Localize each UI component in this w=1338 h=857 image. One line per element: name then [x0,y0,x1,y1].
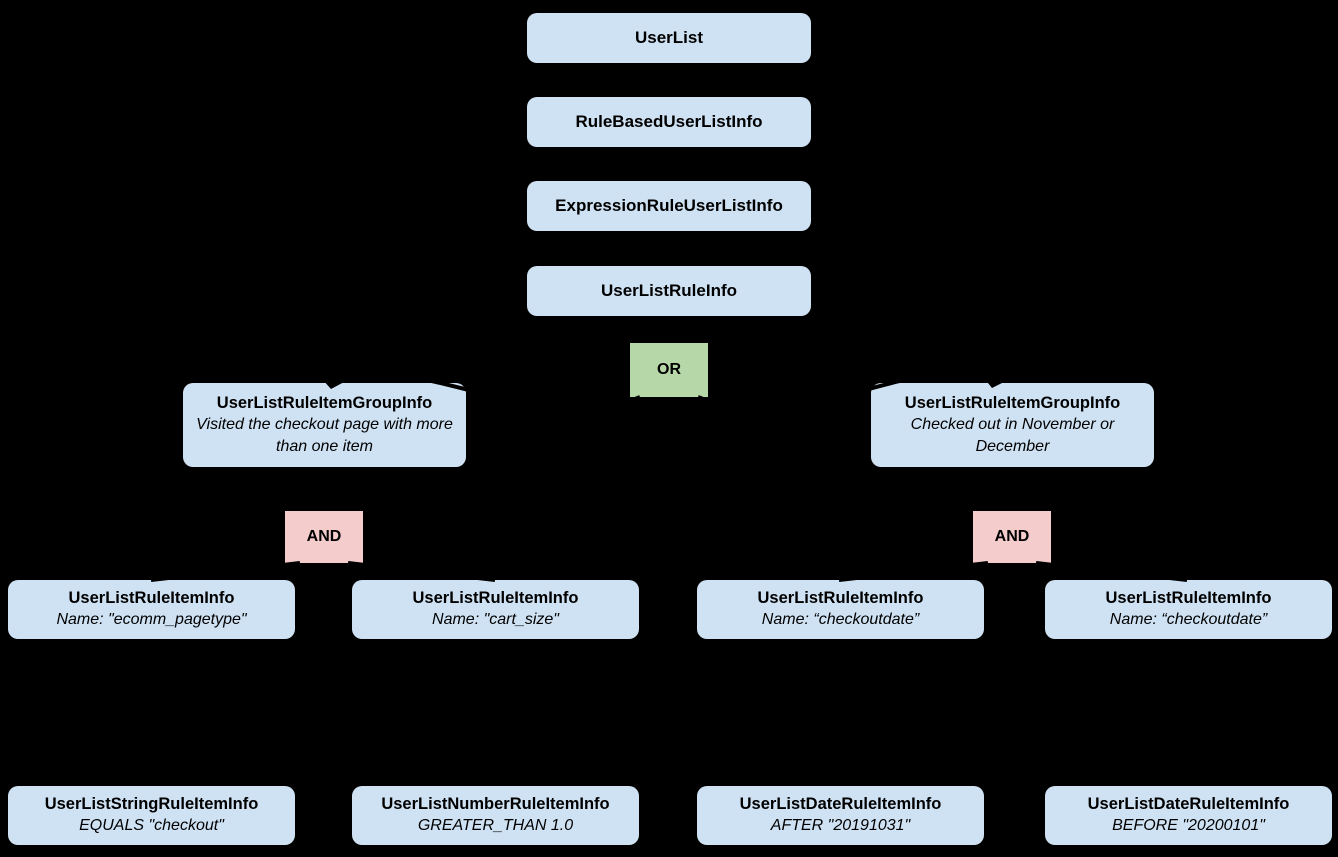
node-userlistruleinfo: UserListRuleInfo [527,266,811,316]
node-rule-item-cart-size: UserListRuleItemInfo Name: "cart_size" [352,580,639,639]
and-label: AND [994,528,1030,545]
operand-detail: AFTER "20191031" [770,817,911,834]
node-rule-item-ecomm-pagetype: UserListRuleItemInfo Name: "ecomm_pagety… [8,580,295,639]
node-label: ExpressionRuleUserListInfo [555,196,783,215]
node-date-rule-item-after: UserListDateRuleItemInfo AFTER "20191031… [697,786,984,845]
operand-title: UserListDateRuleItemInfo [739,795,942,813]
rule-item-title: UserListRuleItemInfo [412,589,579,607]
and-operator-box-right: AND [973,511,1051,563]
connector-and-item-3 [838,561,989,582]
operand-detail: GREATER_THAN 1.0 [417,817,574,834]
rule-item-title: UserListRuleItemInfo [1105,589,1272,607]
node-rule-item-checkoutdate-1: UserListRuleItemInfo Name: “checkoutdate… [697,580,984,639]
operand-title: UserListNumberRuleItemInfo [381,795,610,813]
node-userlist: UserList [527,13,811,63]
node-string-rule-item: UserListStringRuleItemInfo EQUALS "check… [8,786,295,845]
rule-item-detail: Name: "ecomm_pagetype" [56,611,247,628]
or-label: OR [657,361,681,378]
rule-item-detail: Name: “checkoutdate” [1109,611,1268,628]
group-title: UserListRuleItemGroupInfo [216,394,433,412]
node-label: UserListRuleInfo [600,281,738,300]
and-label: AND [306,528,342,545]
connector-and-item-1 [150,561,301,582]
rule-item-title: UserListRuleItemInfo [68,589,235,607]
rule-item-detail: Name: "cart_size" [432,611,559,628]
group-description: Visited the checkout page with more than… [196,416,453,455]
node-label: RuleBasedUserListInfo [575,112,763,131]
node-rule-item-group-left: UserListRuleItemGroupInfo Visited the ch… [183,383,466,467]
group-title: UserListRuleItemGroupInfo [904,394,1121,412]
operand-detail: BEFORE "20200101" [1112,817,1265,834]
and-operator-box-left: AND [285,511,363,563]
or-operator-box: OR [630,343,708,397]
node-number-rule-item: UserListNumberRuleItemInfo GREATER_THAN … [352,786,639,845]
rule-item-detail: Name: “checkoutdate” [761,611,920,628]
node-rule-item-group-right: UserListRuleItemGroupInfo Checked out in… [871,383,1154,467]
connector-and-item-2 [347,561,496,582]
rule-item-title: UserListRuleItemInfo [757,589,924,607]
node-rulebaseduserlistinfo: RuleBasedUserListInfo [527,97,811,147]
connector-and-item-4 [1035,561,1188,582]
node-expressionruleuserlistinfo: ExpressionRuleUserListInfo [527,181,811,231]
operand-detail: EQUALS "checkout" [79,817,224,834]
node-date-rule-item-before: UserListDateRuleItemInfo BEFORE "2020010… [1045,786,1332,845]
operand-title: UserListStringRuleItemInfo [44,795,259,813]
node-label: UserList [634,28,704,47]
node-rule-item-checkoutdate-2: UserListRuleItemInfo Name: “checkoutdate… [1045,580,1332,639]
operand-title: UserListDateRuleItemInfo [1087,795,1290,813]
group-description: Checked out in November or December [910,416,1115,455]
